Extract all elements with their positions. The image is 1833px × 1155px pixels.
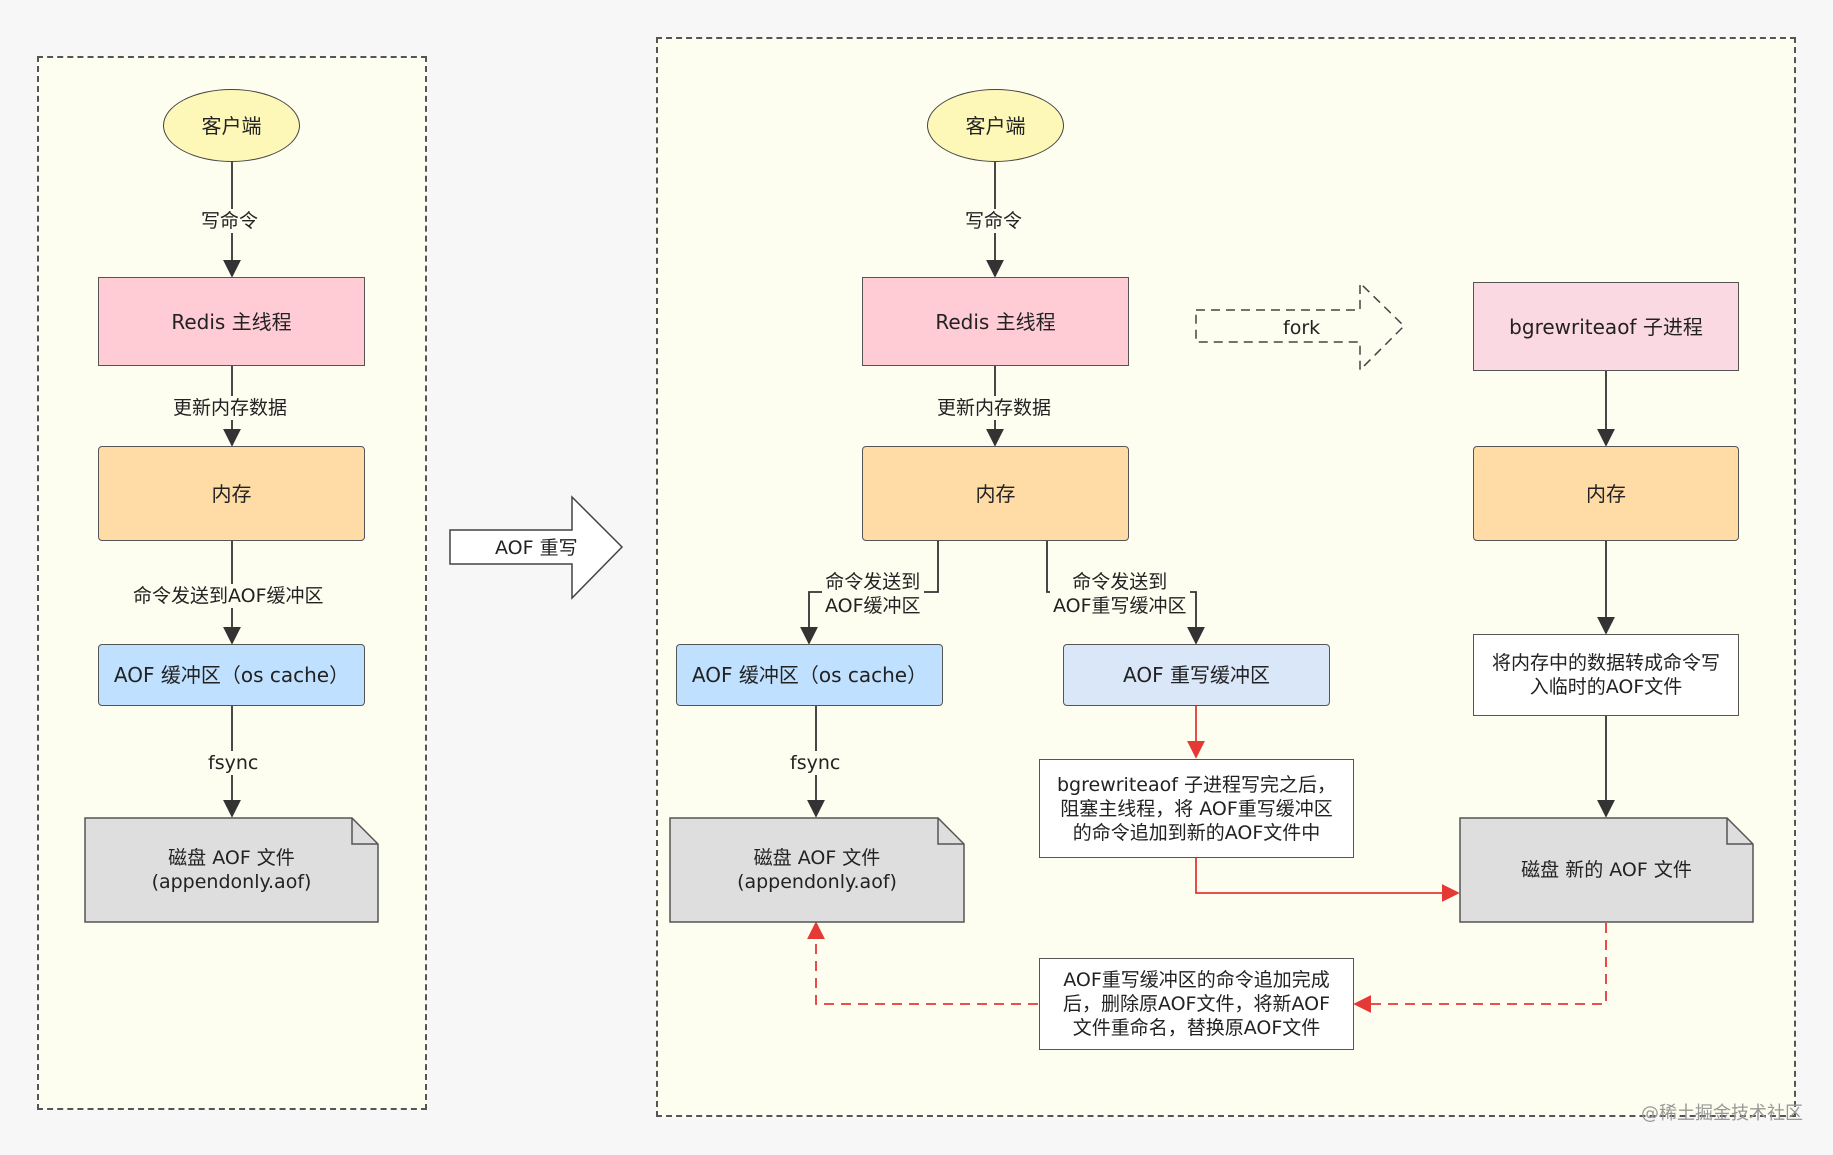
right-update-edge-label: 更新内存数据 (934, 396, 1055, 420)
left-client-node: 客户端 (163, 89, 300, 162)
right-memory-node: 内存 (862, 446, 1129, 541)
child-process-label: bgrewriteaof 子进程 (1509, 314, 1703, 339)
left-memory-label: 内存 (211, 481, 252, 506)
right-write-edge-label: 写命令 (962, 209, 1026, 233)
aof-rewrite-label: AOF 重写 (495, 537, 578, 559)
right-fsync-edge-label: fsync (787, 751, 844, 775)
convert-note-node: 将内存中的数据转成命令写 入临时的AOF文件 (1473, 634, 1739, 716)
new-disk-label: 磁盘 新的 AOF 文件 (1521, 859, 1692, 881)
right-disk-label: 磁盘 AOF 文件 (appendonly.aof) (737, 847, 897, 893)
right-send-rewrite-edge-label: 命令发送到 AOF重写缓冲区 (1050, 570, 1190, 618)
left-redis-main-node: Redis 主线程 (98, 277, 365, 366)
right-rewrite-buffer-label: AOF 重写缓冲区 (1123, 663, 1270, 687)
left-memory-node: 内存 (98, 446, 365, 541)
left-disk-label: 磁盘 AOF 文件 (appendonly.aof) (151, 847, 312, 893)
left-aof-buffer-node: AOF 缓冲区（os cache） (98, 644, 365, 706)
left-write-edge-label: 写命令 (198, 209, 262, 233)
fork-label: fork (1283, 317, 1321, 339)
right-aof-buffer-label: AOF 缓冲区（os cache） (691, 663, 928, 687)
child-memory-label: 内存 (1586, 481, 1626, 506)
append-note-node: bgrewriteaof 子进程写完之后， 阻塞主线程，将 AOF重写缓冲区 的… (1039, 759, 1354, 858)
right-memory-label: 内存 (975, 481, 1016, 506)
left-send-edge-label: 命令发送到AOF缓冲区 (130, 584, 327, 608)
right-redis-main-label: Redis 主线程 (935, 309, 1056, 334)
left-redis-main-label: Redis 主线程 (171, 309, 292, 334)
left-aof-buffer-label: AOF 缓冲区（os cache） (113, 663, 350, 687)
child-memory-node: 内存 (1473, 446, 1739, 541)
watermark-text: @稀土掘金技术社区 (1641, 1103, 1803, 1124)
left-client-label: 客户端 (201, 113, 262, 138)
right-client-label: 客户端 (965, 113, 1026, 138)
replace-note-node: AOF重写缓冲区的命令追加完成 后，删除原AOF文件，将新AOF 文件重命名，替… (1039, 958, 1354, 1050)
left-disk-node: 磁盘 AOF 文件 (appendonly.aof) (85, 818, 378, 922)
right-aof-buffer-node: AOF 缓冲区（os cache） (676, 644, 943, 706)
child-process-node: bgrewriteaof 子进程 (1473, 282, 1739, 371)
convert-note-label: 将内存中的数据转成命令写 入临时的AOF文件 (1491, 652, 1720, 698)
right-disk-node: 磁盘 AOF 文件 (appendonly.aof) (670, 818, 964, 922)
append-note-label: bgrewriteaof 子进程写完之后， 阻塞主线程，将 AOF重写缓冲区 的… (1057, 773, 1336, 844)
right-send-buffer-edge-label: 命令发送到 AOF缓冲区 (822, 570, 924, 618)
right-client-node: 客户端 (927, 89, 1064, 162)
new-disk-node: 磁盘 新的 AOF 文件 (1460, 818, 1753, 922)
right-rewrite-buffer-node: AOF 重写缓冲区 (1063, 644, 1330, 706)
right-redis-main-node: Redis 主线程 (862, 277, 1129, 366)
left-update-edge-label: 更新内存数据 (170, 396, 291, 420)
left-fsync-edge-label: fsync (205, 751, 262, 775)
replace-note-label: AOF重写缓冲区的命令追加完成 后，删除原AOF文件，将新AOF 文件重命名，替… (1062, 969, 1331, 1039)
